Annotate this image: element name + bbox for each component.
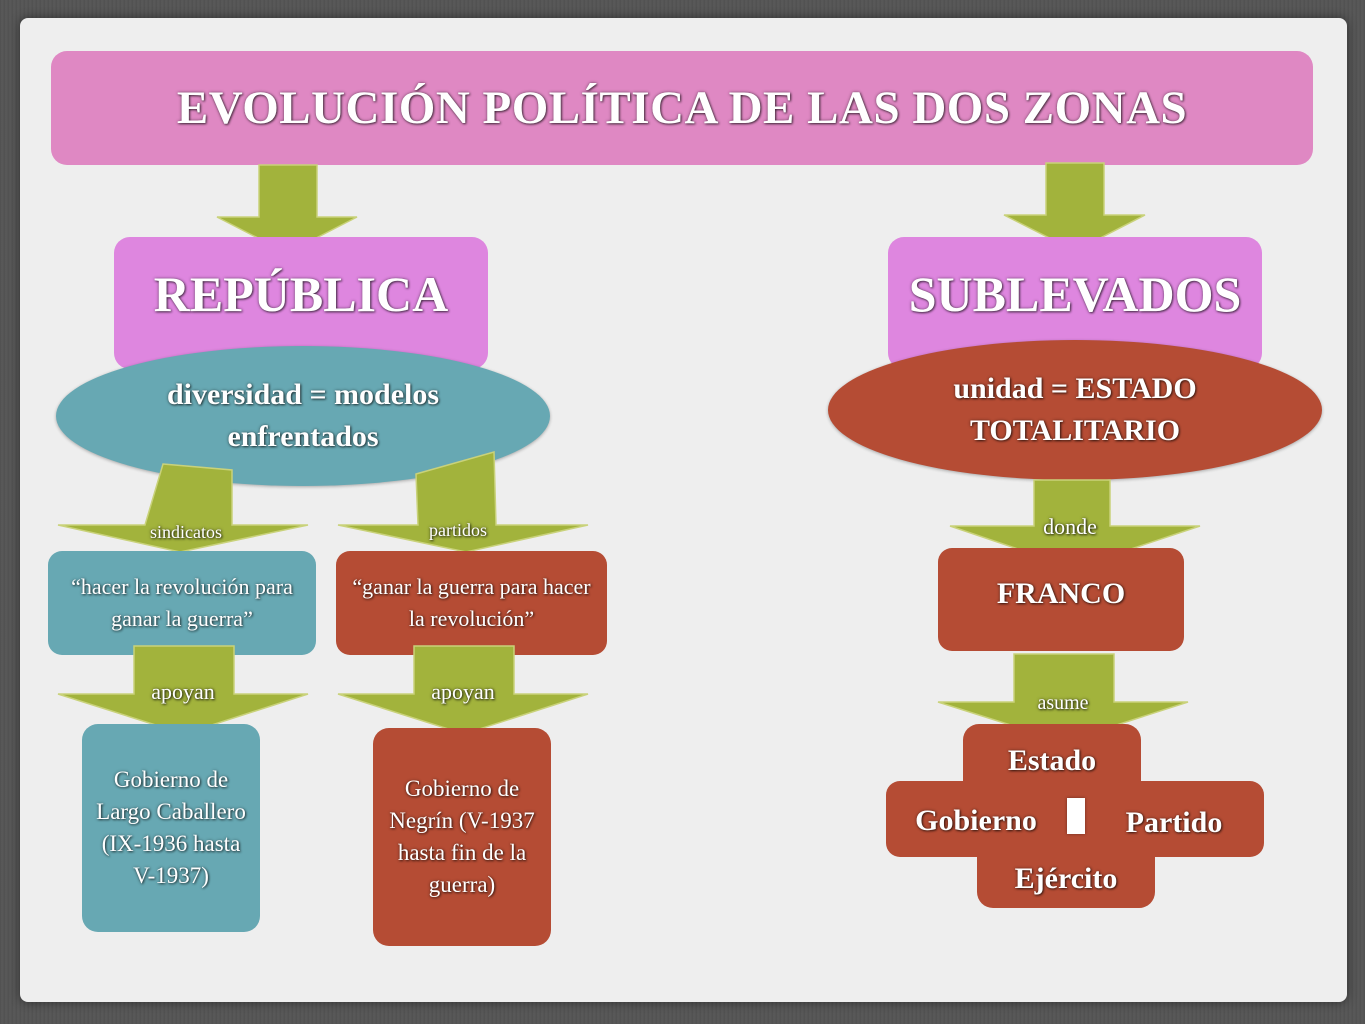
franco-box: FRANCO <box>938 548 1184 651</box>
page-title: EVOLUCIÓN POLÍTICA DE LAS DOS ZONAS <box>176 82 1188 134</box>
label-partidos: partidos <box>429 520 487 540</box>
arrow-to-republica <box>189 164 359 255</box>
ganar-guerra-box: “ganar la guerra para hacer la revolució… <box>336 551 607 655</box>
arrow-partidos <box>336 450 590 554</box>
label-apoyan-2: apoyan <box>431 679 495 704</box>
label-donde: donde <box>1043 514 1097 539</box>
label-asume: asume <box>1037 692 1089 714</box>
label-apoyan-1: apoyan <box>151 679 215 704</box>
arrow-to-sublevados <box>1002 162 1147 253</box>
hacer-revolucion-box: “hacer la revolución para ganar la guerr… <box>48 551 316 655</box>
arrow-sindicatos <box>56 462 310 554</box>
label-sindicatos: sindicatos <box>150 522 222 542</box>
negrin-box: Gobierno de Negrín (V-1937 hasta fin de … <box>373 728 551 946</box>
gobierno-label: Gobierno <box>915 804 1037 837</box>
arrow-donde <box>948 478 1202 570</box>
arrow-apoyan-2 <box>336 644 590 736</box>
arrow-apoyan-1 <box>56 644 310 736</box>
largo-caballero-box: Gobierno de Largo Caballero (IX-1936 has… <box>82 724 260 932</box>
partido-label: Partido <box>1125 806 1223 839</box>
arrow-asume <box>936 652 1190 744</box>
center-marker <box>1067 798 1085 834</box>
unidad-ellipse: unidad = ESTADO TOTALITARIO <box>828 340 1322 480</box>
title-bar: EVOLUCIÓN POLÍTICA DE LAS DOS ZONAS <box>51 51 1313 165</box>
